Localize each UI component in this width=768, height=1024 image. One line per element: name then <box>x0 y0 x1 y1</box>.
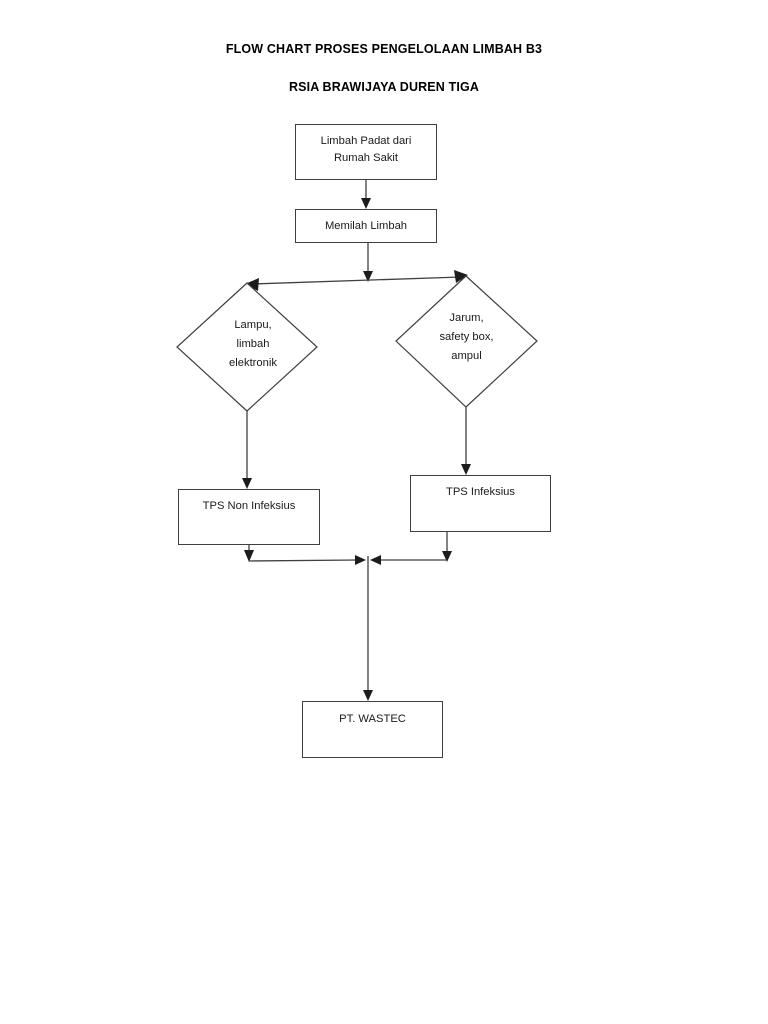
edge-lampu-to-tps-non-infeksius <box>242 410 252 489</box>
node-label-line1: Limbah Padat dari <box>320 135 412 147</box>
node-label-line2: limbah <box>236 338 270 350</box>
node-label-line1: Memilah Limbah <box>324 220 408 232</box>
node-memilah-limbah[interactable]: Memilah Limbah <box>295 209 437 243</box>
diamond-shape <box>395 275 538 408</box>
node-label-line1: Lampu, <box>234 319 272 331</box>
node-tps-infeksius[interactable]: TPS Infeksius <box>410 475 551 532</box>
edge-tps-non-infeksius-to-merge <box>244 545 366 565</box>
node-label-line2: safety box, <box>439 331 494 343</box>
page-subtitle: RSIA BRAWIJAYA DUREN TIGA <box>288 80 480 94</box>
edge-tps-infeksius-to-merge <box>370 532 452 565</box>
node-label-line1: TPS Non Infeksius <box>202 500 296 512</box>
edge-limbah-padat-to-memilah <box>361 180 371 209</box>
edge-jarum-to-tps-infeksius <box>461 407 471 475</box>
edge-memilah-to-splitter <box>363 242 373 282</box>
page-title: FLOW CHART PROSES PENGELOLAAN LIMBAH B3 <box>225 42 543 56</box>
node-label-line1: Jarum, <box>449 312 484 324</box>
node-label-line3: elektronik <box>229 357 277 369</box>
node-label-line1: TPS Infeksius <box>445 486 515 498</box>
node-limbah-padat-dari-rumah-sakit[interactable]: Limbah Padat dari Rumah Sakit <box>295 124 437 180</box>
node-jarum-safety-box-ampul[interactable]: Jarum, safety box, ampul <box>395 275 538 408</box>
node-label-line3: ampul <box>451 350 482 362</box>
node-tps-non-infeksius[interactable]: TPS Non Infeksius <box>178 489 320 545</box>
edge-merge-to-pt-wastec <box>363 556 373 701</box>
node-label-line2: Rumah Sakit <box>333 152 399 164</box>
node-lampu-limbah-elektronik[interactable]: Lampu, limbah elektronik <box>176 282 318 412</box>
node-label-line1: PT. WASTEC <box>339 713 406 725</box>
diamond-shape <box>176 282 318 412</box>
node-pt-wastec[interactable]: PT. WASTEC <box>302 701 443 758</box>
edge-splitter-to-diamonds <box>245 270 468 291</box>
